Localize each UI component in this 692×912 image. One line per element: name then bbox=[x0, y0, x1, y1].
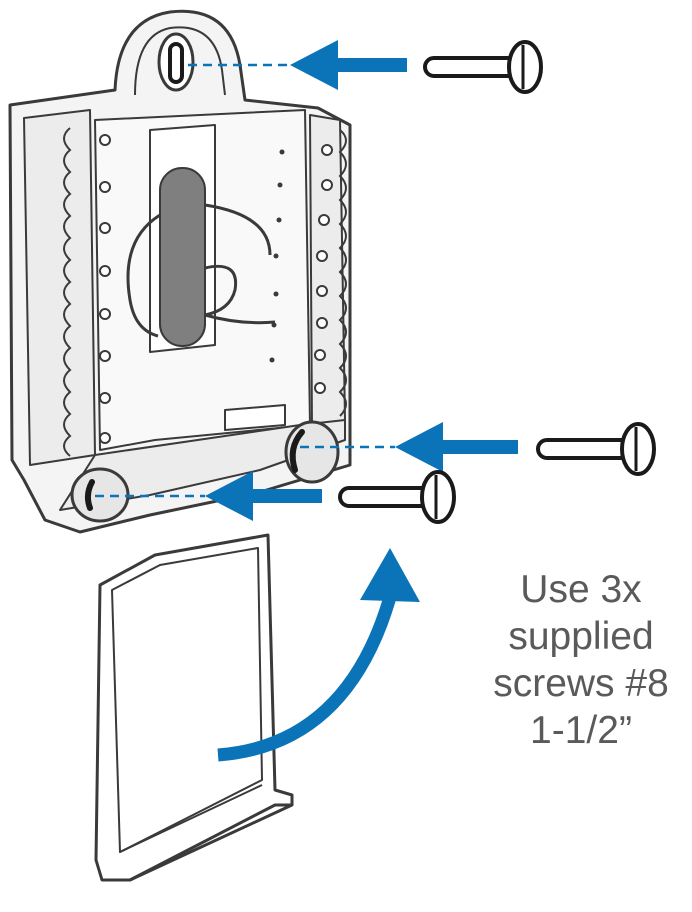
mounting-hole-top bbox=[157, 32, 195, 92]
screw-left bbox=[338, 470, 456, 524]
right-scallops bbox=[338, 129, 347, 417]
wire-bundle bbox=[126, 167, 276, 347]
caption-line-2: supplied bbox=[508, 615, 654, 658]
mounting-hole-right bbox=[284, 420, 340, 484]
arrow-left bbox=[205, 471, 322, 521]
wiring-door bbox=[94, 533, 294, 882]
arrow-right bbox=[395, 422, 518, 472]
caption-line-3: screws #8 bbox=[493, 662, 669, 705]
terminal-screws-right bbox=[314, 144, 333, 394]
terminal-screws-left bbox=[99, 134, 111, 444]
fold-door-arrow bbox=[217, 548, 420, 762]
caption-line-1: Use 3x bbox=[520, 568, 642, 611]
arrow-top bbox=[290, 40, 407, 90]
terminal-dots bbox=[269, 149, 285, 363]
screw-top bbox=[423, 40, 543, 94]
left-scallops bbox=[63, 127, 72, 457]
screw-instructions: Use 3x supplied screws #8 1-1/2” bbox=[470, 566, 692, 754]
caption-line-4: 1-1/2” bbox=[530, 709, 632, 752]
screw-right bbox=[536, 422, 656, 476]
insert-arrows bbox=[205, 40, 518, 521]
guide-lines bbox=[95, 63, 395, 498]
